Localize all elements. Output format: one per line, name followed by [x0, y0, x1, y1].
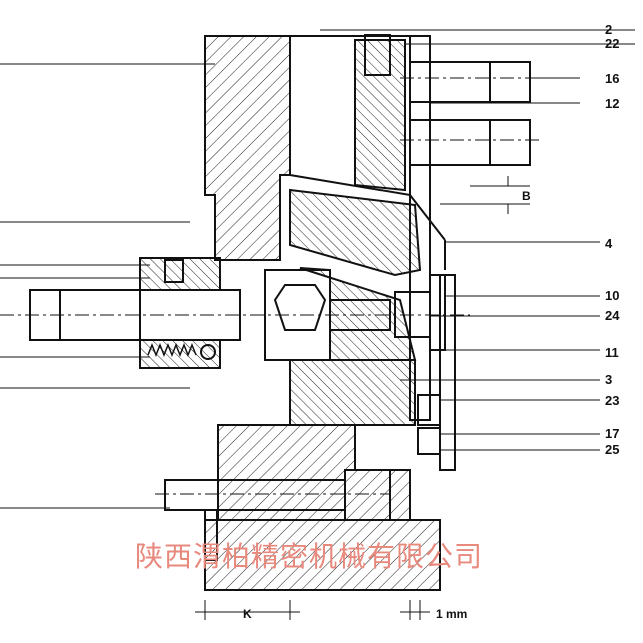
bottom-bolt	[164, 469, 391, 561]
label-17: 17	[605, 426, 619, 441]
label-4: 4	[605, 236, 613, 251]
leader-lines	[0, 29, 635, 620]
dimension-1mm-label: 1 mm	[436, 607, 467, 621]
label-22: 22	[605, 36, 619, 51]
body-housing	[204, 35, 456, 591]
dimension-k-label: K	[243, 607, 252, 621]
label-3: 3	[605, 372, 612, 387]
company-watermark: 陕西渭柏精密机械有限公司	[135, 540, 483, 573]
dimension-labels: B K 1 mm	[243, 189, 531, 621]
left-plug-assembly	[29, 257, 241, 369]
label-23: 23	[605, 393, 619, 408]
label-10: 10	[605, 288, 619, 303]
label-16: 16	[605, 71, 619, 86]
right-screws	[364, 34, 531, 455]
part-number-labels: 2 22 16 12 4 10 24 11 3 23 17	[605, 22, 620, 457]
label-11: 11	[605, 345, 619, 360]
label-25: 25	[605, 442, 619, 457]
dimension-b-label: B	[522, 189, 531, 203]
label-12: 12	[605, 96, 619, 111]
label-2: 2	[605, 22, 612, 37]
center-lines	[0, 77, 540, 495]
label-24: 24	[605, 308, 620, 323]
